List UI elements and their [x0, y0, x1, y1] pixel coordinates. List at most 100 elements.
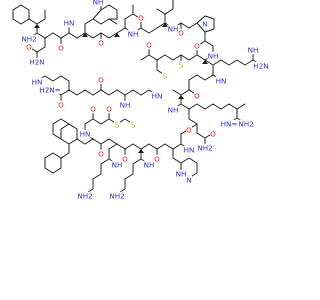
bond-0 [12, 4, 30, 25]
atom-label-s: S [131, 120, 136, 129]
atom-label-bg-23 [167, 105, 179, 115]
atom-label-bg-18 [247, 45, 259, 55]
bond-22 [196, 15, 215, 33]
atom-label-nh: NH [208, 51, 219, 60]
atom-label-bg-38 [89, 104, 97, 114]
atom-label-s: S [163, 71, 168, 80]
atom-label-nh: NH [144, 160, 155, 169]
atom-label-bg-0 [21, 34, 37, 44]
atom-label-bg-1 [29, 57, 45, 67]
bond-29 [140, 54, 166, 61]
atom-label-bg-20 [238, 119, 254, 129]
atom-label-n-im: N [186, 175, 191, 184]
stereo-wedge-4 [202, 60, 208, 64]
atom-label-o: O [26, 42, 32, 51]
bond-38 [180, 94, 198, 110]
atom-label-bg-28 [185, 175, 193, 185]
atom-label-bg-26 [185, 125, 193, 135]
atom-label-nh: NH [128, 29, 139, 38]
atom-label-h2n: H2N [29, 57, 44, 66]
bond-1 [28, 9, 46, 25]
atom-label-bg-40 [113, 120, 121, 130]
atom-label-bg-30 [153, 154, 161, 164]
atom-label-nh: NH [248, 45, 259, 54]
atom-label-bg-15 [161, 71, 169, 81]
atom-label-o: O [122, 154, 128, 163]
atom-label-bg-4 [63, 18, 75, 28]
bond-32 [204, 59, 262, 66]
atom-label-nh2: NH2 [197, 143, 212, 152]
atom-label-bg-32 [77, 191, 93, 201]
atom-label-bg-2 [25, 42, 33, 52]
atom-label-bg-33 [121, 154, 129, 164]
atom-label-bg-14 [177, 60, 185, 70]
bond-11 [100, 4, 118, 20]
atom-label-bg-46 [119, 100, 131, 110]
bond-6 [52, 32, 78, 39]
bond-50 [148, 143, 174, 150]
bond-9 [76, 0, 102, 39]
atom-label-nh2: NH2 [238, 119, 253, 128]
bond-23 [204, 31, 214, 56]
atom-label-bg-25 [197, 143, 213, 153]
atom-label-o: O [146, 40, 152, 49]
bond-14 [116, 13, 142, 34]
stereo-wedge-0 [34, 24, 40, 28]
atom-label-nh: NH [176, 169, 187, 178]
atom-label-o: O [154, 154, 160, 163]
atom-label-bg-24 [209, 129, 217, 139]
atom-label-o: O [194, 91, 200, 100]
atom-label-nh2: NH2 [21, 34, 36, 43]
stereo-wedge-6 [138, 149, 144, 153]
bond-19 [156, 8, 166, 15]
bond-58 [84, 138, 118, 145]
atom-label-bg-5 [92, 0, 104, 7]
bond-36 [172, 79, 190, 96]
atom-label-bg-43 [40, 85, 60, 95]
bond-54 [116, 143, 142, 150]
atom-label-o: O [58, 100, 64, 109]
atom-label-bg-19 [253, 61, 269, 71]
atom-label-bg-10 [177, 28, 185, 38]
atom-label-bg-45 [97, 75, 105, 85]
bond-56 [84, 143, 118, 195]
atom-label-bg-41 [129, 120, 137, 130]
stereo-wedge-2 [114, 33, 120, 37]
atom-label-o: O [138, 13, 144, 22]
atom-label-o: O [178, 28, 184, 37]
atom-label-hn: HN [32, 77, 43, 86]
bond-64 [52, 118, 70, 140]
atom-label-h2n-eq: H2N= [39, 85, 60, 94]
atom-label-nh2: NH2 [77, 191, 92, 200]
atom-label-n: N [202, 19, 207, 28]
atom-label-o: O [194, 41, 200, 50]
atom-label-hn: HN [64, 18, 75, 27]
atom-label-hn: HN [184, 145, 195, 154]
atom-label-bg-16 [145, 40, 153, 50]
atom-label-bg-9 [167, 24, 179, 34]
atom-label-bg-12 [193, 41, 201, 51]
atom-label-o: O [210, 129, 216, 138]
bond-46 [172, 128, 190, 164]
atom-label-hn: HN [216, 76, 227, 85]
atom-label-hn: HN [80, 129, 91, 138]
atom-label-bg-29 [175, 169, 187, 179]
bond-63 [60, 123, 78, 140]
atom-label-bg-34 [143, 160, 155, 170]
bond-65 [44, 152, 70, 174]
atom-label-bg-42 [57, 100, 65, 110]
atom-label-bg-3 [57, 43, 65, 53]
bond-27 [164, 54, 190, 61]
atom-label-bg-17 [215, 76, 227, 86]
atom-label-o: O [98, 75, 104, 84]
atom-label-hn-eq: HN= [221, 119, 238, 128]
atom-label-o: O [186, 125, 192, 134]
atom-label-bg-11 [201, 19, 209, 29]
atom-label-nh: NH [168, 24, 179, 33]
atom-label-o: O [90, 104, 96, 113]
atom-label-hn: HN [152, 91, 163, 100]
stereo-wedge-3 [162, 23, 168, 27]
atom-label-bg-13 [207, 51, 219, 61]
